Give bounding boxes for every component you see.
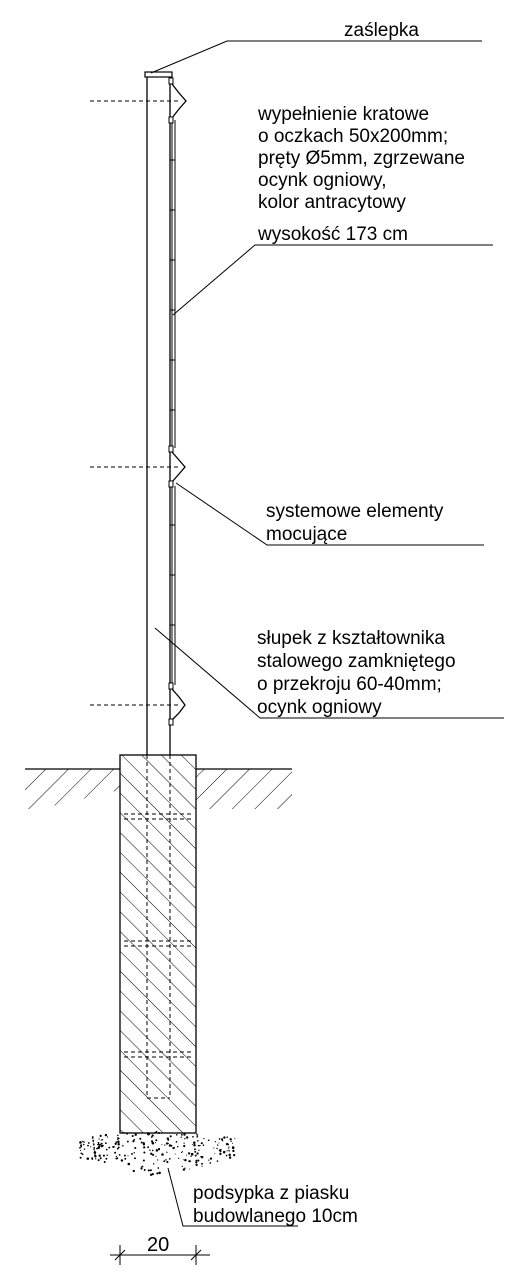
leader-lines — [150, 40, 504, 1227]
cap-label: zaślepka — [344, 20, 419, 41]
sand-bedding — [79, 1130, 236, 1177]
label-mounting: systemowe elementy mocujące — [266, 501, 444, 545]
infill-line-2: o oczkach 50x200mm; — [258, 126, 448, 147]
mesh-weld-marks — [170, 159, 175, 626]
infill-line-4: ocynk ogniowy, — [258, 170, 387, 191]
label-sand: podsypka z piasku budowlanego 10cm — [193, 1183, 358, 1227]
post-line-4: ocynk ogniowy — [257, 697, 382, 718]
ground-soil — [25, 768, 292, 809]
mounting-clamp-top — [168, 77, 187, 124]
post-line-2: stalowego zamkniętego — [257, 651, 456, 672]
dimension-value: 20 — [147, 1234, 169, 1256]
mounting-clamp-bottom — [168, 682, 186, 726]
post-line-1: słupek z kształtownika — [257, 628, 445, 649]
mounting-clamp-middle — [168, 445, 186, 488]
concrete-foundation — [119, 754, 197, 1134]
post-line-3: o przekroju 60-40mm; — [257, 674, 442, 695]
post-cap — [144, 71, 173, 78]
steel-post — [144, 71, 173, 755]
infill-line-5: kolor antracytowy — [258, 192, 406, 213]
mounting-line-1: systemowe elementy — [266, 501, 444, 522]
sand-line-1: podsypka z piasku — [193, 1183, 349, 1204]
infill-line-6: wysokość 173 cm — [257, 224, 408, 245]
mesh-infill — [170, 120, 176, 685]
label-cap: zaślepka — [344, 20, 419, 41]
dashed-level-lines — [90, 100, 178, 706]
mounting-line-2: mocujące — [266, 524, 347, 545]
label-infill: wypełnienie kratowe o oczkach 50x200mm; … — [257, 104, 465, 245]
sand-line-2: budowlanego 10cm — [193, 1206, 358, 1227]
width-dimension: 20 — [110, 1234, 210, 1265]
label-post: słupek z kształtownika stalowego zamknię… — [257, 628, 456, 718]
infill-line-1: wypełnienie kratowe — [257, 104, 429, 125]
infill-line-3: pręty Ø5mm, zgrzewane — [258, 148, 465, 169]
